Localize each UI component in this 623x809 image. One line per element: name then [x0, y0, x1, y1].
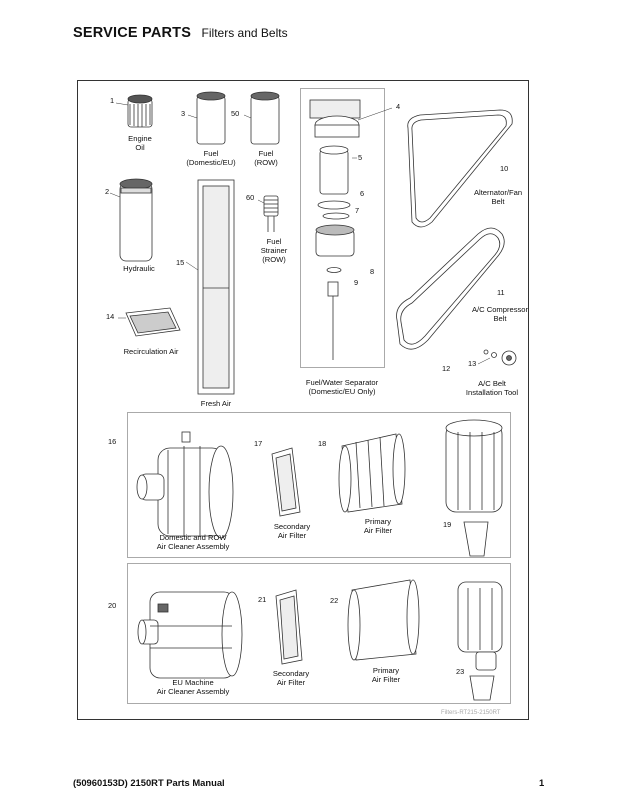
callout-60: 60: [246, 193, 255, 202]
callout-50: 50: [231, 109, 240, 118]
callout-22: 22: [330, 596, 339, 605]
page-header: SERVICE PARTS Filters and Belts: [73, 24, 288, 42]
callout-21: 21: [258, 595, 267, 604]
domestic-air-panel: [127, 412, 511, 558]
label-domestic-secondary: Secondary Air Filter: [273, 522, 311, 540]
eu-primary-drawing: [347, 579, 420, 661]
callout-4: 4: [396, 102, 401, 111]
label-recirc-air: Recirculation Air: [123, 347, 179, 356]
label-domestic-assembly: Domestic and ROW Air Cleaner Assembly: [156, 533, 230, 551]
fuel-row-filter-drawing: [243, 91, 280, 145]
domestic-cutaway-drawing: [445, 419, 503, 557]
fuel-strainer-drawing: [257, 195, 279, 232]
callout-2: 2: [105, 187, 110, 196]
callout-18: 18: [318, 439, 327, 448]
callout-3: 3: [181, 109, 186, 118]
label-engine-oil: Engine Oil: [128, 134, 152, 152]
callout-16: 16: [108, 437, 117, 446]
callout-7: 7: [355, 206, 360, 215]
callout-10: 10: [500, 164, 509, 173]
label-eu-primary: Primary Air Filter: [371, 666, 401, 684]
page-number: 1: [539, 777, 545, 788]
fresh-air-filter-drawing: [185, 179, 235, 395]
ac-belt-drawing: [396, 227, 505, 350]
label-separator: Fuel/Water Separator (Domestic/EU Only): [305, 378, 379, 396]
callout-15: 15: [176, 258, 185, 267]
callout-1: 1: [110, 96, 115, 105]
label-belt-tool: A/C Belt Installation Tool: [465, 379, 519, 397]
belt-tool-drawing: [477, 349, 517, 366]
callout-19: 19: [443, 520, 452, 529]
label-eu-secondary: Secondary Air Filter: [272, 669, 310, 687]
label-fuel-strainer: Fuel Strainer (ROW): [260, 237, 288, 264]
eu-air-panel: [127, 563, 511, 704]
callout-23: 23: [456, 667, 465, 676]
eu-secondary-drawing: [275, 589, 303, 665]
recirc-air-filter-drawing: [118, 307, 181, 337]
callout-20: 20: [108, 601, 117, 610]
label-eu-assembly: EU Machine Air Cleaner Assembly: [156, 678, 230, 696]
eu-cutaway-drawing: [457, 581, 503, 701]
hydraulic-filter-drawing: [109, 178, 153, 262]
label-domestic-primary: Primary Air Filter: [363, 517, 393, 535]
label-fresh-air: Fresh Air: [200, 399, 232, 408]
callout-11: 11: [497, 288, 505, 297]
domestic-primary-drawing: [338, 433, 406, 513]
domestic-air-cleaner-drawing: [136, 431, 234, 539]
callout-17: 17: [254, 439, 263, 448]
footer-manual: (50960153D) 2150RT Parts Manual: [73, 777, 225, 788]
callout-9: 9: [354, 278, 359, 287]
eu-air-cleaner-drawing: [137, 591, 243, 679]
domestic-secondary-drawing: [271, 447, 301, 517]
callout-14: 14: [106, 312, 115, 321]
engine-oil-filter-drawing: [115, 94, 153, 128]
label-ac-belt: A/C Compressor Belt: [471, 305, 529, 323]
label-fuel-domestic: Fuel (Domestic/EU): [186, 149, 236, 167]
separator-drawing: [309, 99, 393, 360]
callout-13: 13: [468, 359, 477, 368]
page-subtitle: Filters and Belts: [201, 26, 288, 40]
alternator-belt-drawing: [407, 109, 513, 228]
callout-8: 8: [370, 267, 375, 276]
callout-12: 12: [442, 364, 451, 373]
page-title: SERVICE PARTS: [73, 25, 192, 41]
callout-6: 6: [360, 189, 365, 198]
separator-panel: [300, 88, 385, 368]
label-fuel-row: Fuel (ROW): [254, 149, 278, 167]
callout-5: 5: [358, 153, 363, 162]
illustration-frame: [77, 80, 529, 720]
label-hydraulic: Hydraulic: [123, 264, 155, 273]
label-alternator-belt: Alternator/Fan Belt: [473, 188, 523, 206]
fuel-domestic-filter-drawing: [187, 91, 226, 145]
illustration-reference: Filters-RT215-2150RT: [441, 710, 501, 716]
